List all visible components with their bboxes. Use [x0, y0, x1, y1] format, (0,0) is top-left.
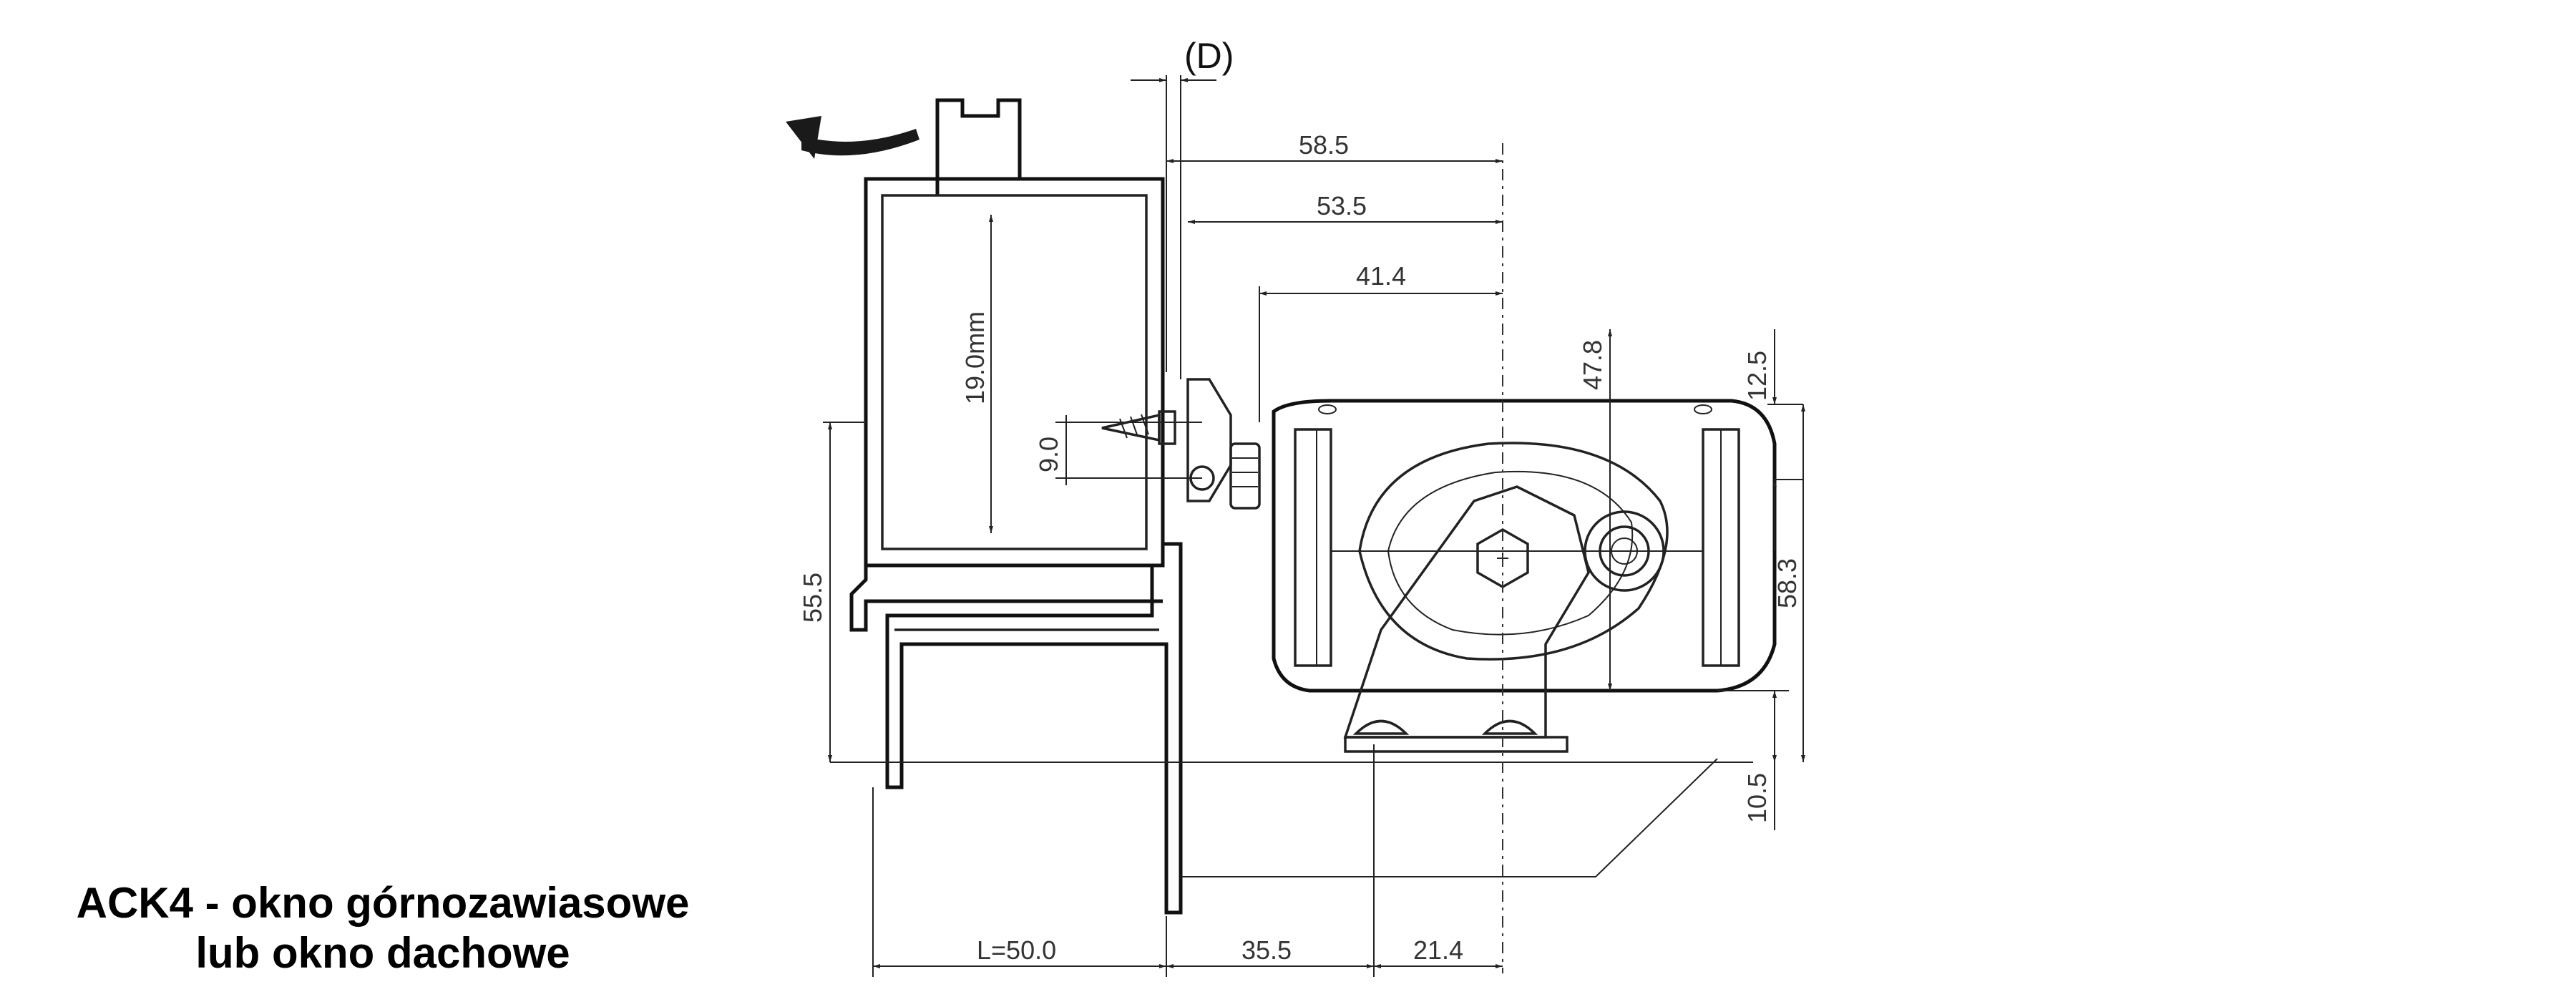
dim-l-50: L=50.0 [977, 935, 1056, 965]
dim-55-5: 55.5 [798, 573, 827, 623]
dim-9-0: 9.0 [1034, 437, 1063, 472]
dim-12-5: 12.5 [1742, 351, 1772, 401]
dim-41-4: 41.4 [1356, 261, 1406, 291]
actuator-body [1186, 378, 1777, 753]
caption-line-2: lub okno dachowe [195, 929, 570, 977]
opening-direction-arrow-icon [786, 116, 919, 159]
dim-10-5: 10.5 [1742, 773, 1772, 823]
dimension-lines [823, 75, 1805, 977]
window-frame-profile [830, 98, 1753, 915]
dim-58-5: 58.5 [1299, 130, 1349, 160]
dim-19-0: 19.0mm [960, 311, 990, 404]
dim-53-5: 53.5 [1317, 191, 1367, 220]
dim-47-8: 47.8 [1578, 340, 1607, 390]
dim-21-4: 21.4 [1413, 935, 1463, 965]
detail-label: (D) [1184, 36, 1234, 76]
caption-line-1: ACK4 - okno górnozawiasowe [77, 879, 690, 927]
dim-58-3: 58.3 [1772, 558, 1802, 608]
dim-35-5: 35.5 [1241, 935, 1292, 965]
